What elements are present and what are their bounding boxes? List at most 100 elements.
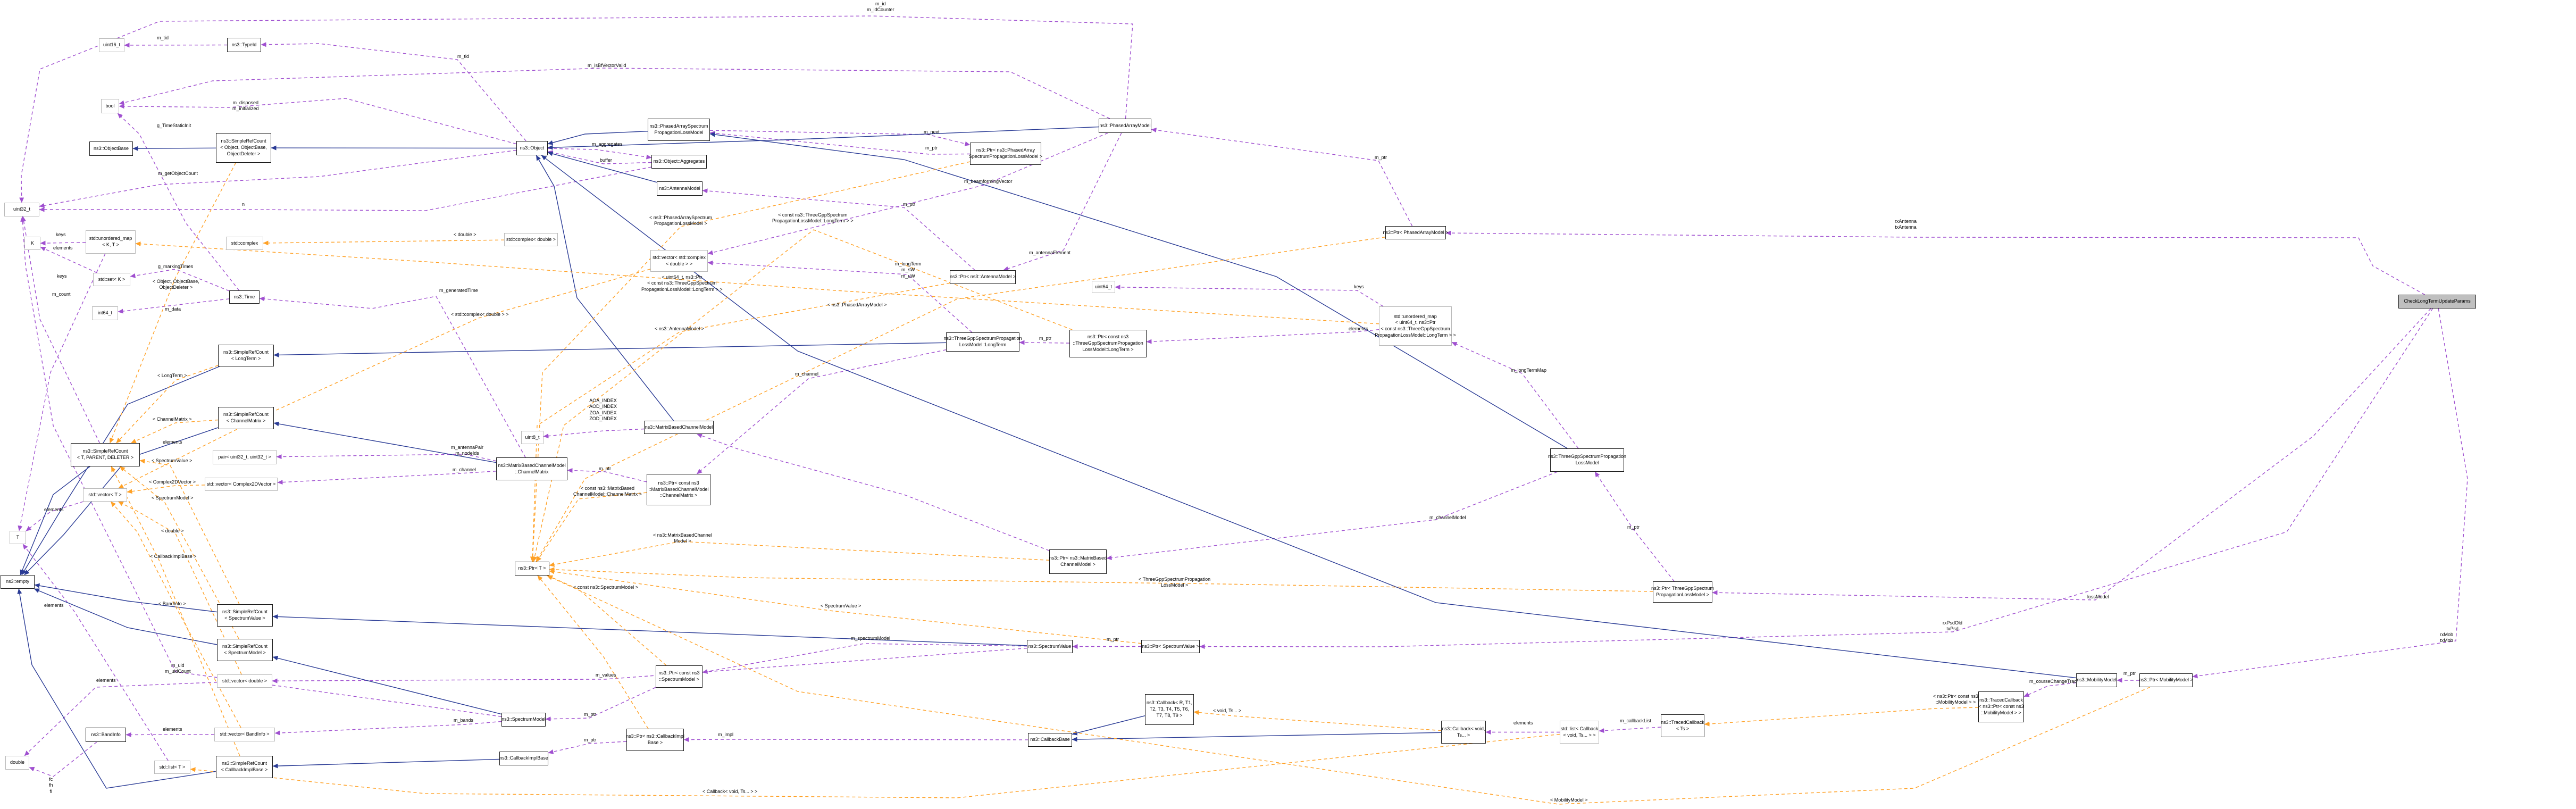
edge-label: m_longTermMap	[1511, 368, 1547, 373]
class-node-set_k[interactable]: std::set< K >	[93, 273, 130, 286]
class-node-traced_mob[interactable]: ns3::TracedCallback< ns3::Ptr< const ns3…	[1978, 691, 2024, 722]
edge-ptr_antenna-antennamodel	[702, 188, 975, 271]
class-node-chmatrix[interactable]: ns3::MatrixBasedChannelModel::ChannelMat…	[496, 457, 567, 480]
class-node-double[interactable]: double	[5, 756, 29, 770]
class-node-uint8[interactable]: uint8_t	[521, 431, 543, 444]
edge-phasedarraymodel-bool	[119, 68, 1110, 119]
class-node-antennamodel[interactable]: ns3::AntennaModel	[657, 181, 702, 196]
class-node-T[interactable]: T	[10, 531, 26, 544]
class-node-ptr_antenna[interactable]: ns3::Ptr< ns3::AntennaModel >	[950, 270, 1016, 284]
class-node-complex[interactable]: std::complex	[226, 237, 263, 250]
class-node-matrixbased[interactable]: ns3::MatrixBasedChannelModel	[644, 421, 714, 434]
class-node-phasedarraymodel[interactable]: ns3::PhasedArrayModel	[1099, 119, 1151, 133]
class-node-vec_c2d[interactable]: std::vector< Complex2DVector >	[205, 478, 278, 491]
edge-ptr_cbimpl-cbimplbase	[548, 741, 627, 754]
edge-ptr_threegpp-ptr_t	[549, 567, 1653, 592]
edge-object-aggregates	[547, 148, 652, 160]
edge-label: keys	[1354, 284, 1364, 289]
class-node-map64[interactable]: std::unordered_map< uint64_t, ns3::Ptr< …	[1375, 306, 1456, 346]
class-node-vec_t[interactable]: std::vector< T >	[83, 488, 127, 502]
class-node-ptr_mobility[interactable]: ns3::Ptr< MobilityModel >	[2139, 673, 2193, 687]
edge-check-ptr_phasedarray	[1445, 230, 2425, 295]
edge-label: rxPsdOld txPsd	[1943, 620, 1963, 632]
class-node-check[interactable]: CheckLongTermUpdateParams	[2398, 295, 2476, 308]
class-node-ptr_const_specmod[interactable]: ns3::Ptr< const ns3::SpectrumModel >	[656, 665, 702, 688]
edge-vec_double-double	[24, 681, 218, 756]
class-node-ptr_const_longterm[interactable]: ns3::Ptr< const ns3::ThreeGppSpectrumPro…	[1069, 330, 1147, 357]
class-node-spectrumvalue[interactable]: ns3::SpectrumValue	[1027, 640, 1073, 653]
class-node-callback_r[interactable]: ns3::Callback< R, T1,T2, T3, T4, T5, T6,…	[1145, 694, 1194, 725]
class-node-ptr_specval[interactable]: ns3::Ptr< SpectrumValue >	[1141, 640, 1200, 653]
class-node-mobility[interactable]: ns3::MobilityModel	[2076, 673, 2117, 687]
class-node-map_kt[interactable]: std::unordered_map< K, T >	[86, 230, 136, 254]
class-node-object[interactable]: ns3::Object	[516, 141, 548, 155]
class-node-src_chmatrix[interactable]: ns3::SimpleRefCount< ChannelMatrix >	[218, 407, 274, 429]
class-node-int64[interactable]: int64_t	[92, 306, 118, 320]
edge-check-ptr_specval	[1199, 308, 2433, 649]
class-node-uint16[interactable]: uint16_t	[99, 38, 124, 52]
class-node-K[interactable]: K	[24, 237, 40, 250]
edge-spectrumvalue-src_specval	[272, 614, 1027, 646]
class-node-pair[interactable]: pair< uint32_t, uint32_t >	[213, 450, 277, 464]
class-node-src_longterm[interactable]: ns3::SimpleRefCount< LongTerm >	[218, 345, 274, 366]
edge-label: < MobilityModel >	[1550, 797, 1588, 803]
edge-label: m_isBfVectorValid	[588, 63, 626, 68]
class-node-traced_ts[interactable]: ns3::TracedCallback< Ts >	[1661, 714, 1704, 737]
edge-list_cb-list_t	[190, 733, 1560, 798]
edge-label: m_uid m_uidCount	[165, 663, 191, 674]
class-node-ptr_t[interactable]: ns3::Ptr< T >	[515, 562, 549, 576]
class-node-cbimplbase[interactable]: ns3::CallbackImplBase	[499, 752, 548, 765]
edge-vec_c2d-vec_t	[127, 485, 205, 494]
class-node-src_obj[interactable]: ns3::SimpleRefCount< Object, ObjectBase,…	[216, 133, 271, 163]
class-node-list_t[interactable]: std::list< T >	[154, 761, 190, 774]
class-node-src_specmod[interactable]: ns3::SimpleRefCount< SpectrumModel >	[217, 639, 273, 661]
class-node-ptr_phasedarray[interactable]: ns3::Ptr< PhasedArrayModel >	[1383, 226, 1449, 239]
edges	[17, 15, 2468, 805]
edge-map64-map_kt	[135, 241, 1379, 324]
class-node-empty[interactable]: ns3::empty	[1, 575, 35, 589]
edge-threegpp-map64	[1451, 341, 1579, 449]
class-node-typeid[interactable]: ns3::TypeId	[227, 38, 261, 52]
edge-label: m_ptr	[1107, 637, 1119, 642]
edge-label: m_beamformingVector	[964, 179, 1013, 184]
class-node-vec_bandinfo[interactable]: std::vector< BandInfo >	[214, 728, 275, 741]
edge-label: AOA_INDEX AOD_INDEX ZOA_INDEX ZOD_INDEX	[589, 398, 617, 421]
edge-vec_complex-vec_t	[118, 269, 651, 489]
class-node-uint64[interactable]: uint64_t	[1092, 281, 1115, 293]
edge-label: m_tid	[157, 35, 169, 40]
edge-mobility-traced_mob	[2023, 682, 2077, 697]
class-node-src_cbimpl[interactable]: ns3::SimpleRefCount< CallbackImplBase >	[216, 756, 273, 778]
edge-complexd-complex	[263, 239, 505, 246]
class-node-src_t[interactable]: ns3::SimpleRefCount< T, PARENT, DELETER …	[71, 443, 140, 466]
class-node-src_specval[interactable]: ns3::SimpleRefCount< SpectrumValue >	[217, 604, 273, 627]
class-node-uint32[interactable]: uint32_t	[4, 203, 39, 216]
class-node-aggregates[interactable]: ns3::Object::Aggregates	[651, 155, 707, 169]
class-node-vec_complex[interactable]: std::vector< std::complex< double > >	[650, 250, 708, 272]
class-node-list_cb[interactable]: std::list< Callback< void, Ts... > >	[1560, 721, 1599, 744]
class-node-callbackbase[interactable]: ns3::CallbackBase	[1028, 733, 1072, 747]
class-node-bool[interactable]: bool	[101, 99, 119, 113]
edge-src_chmatrix-src_t	[130, 419, 219, 444]
edge-label: < double >	[161, 528, 184, 533]
class-node-time[interactable]: ns3::Time	[229, 290, 260, 304]
edge-src_specmod-empty	[34, 588, 218, 645]
class-node-objectbase[interactable]: ns3::ObjectBase	[89, 141, 133, 156]
edge-ptr_pasplm-ptr_t	[530, 161, 971, 562]
class-node-ptr_const_chmatrix[interactable]: ns3::Ptr< const ns3::MatrixBasedChannelM…	[647, 474, 710, 505]
class-node-complexd[interactable]: std::complex< double >	[504, 233, 558, 246]
class-node-spectrummodel[interactable]: ns3::SpectrumModel	[501, 713, 546, 727]
edge-ptr_phasedarray-phasedarraymodel	[1151, 128, 1413, 227]
edge-label: g_TimeStaticInit	[157, 123, 191, 128]
class-node-callback_void[interactable]: ns3::Callback< void,Ts... >	[1441, 721, 1486, 744]
class-node-vec_double[interactable]: std::vector< double >	[217, 674, 272, 688]
edge-label: m_callbackList	[1620, 718, 1652, 723]
class-node-bandinfo[interactable]: ns3::BandInfo	[86, 728, 126, 742]
